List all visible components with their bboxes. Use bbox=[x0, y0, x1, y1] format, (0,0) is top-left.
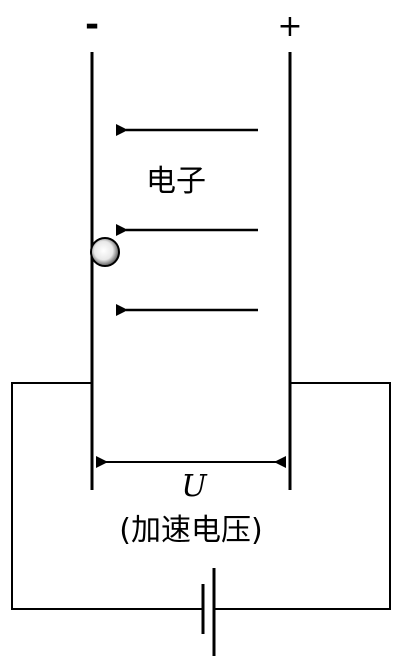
negative-terminal-label: - bbox=[85, 5, 99, 45]
electron-label: 电子 bbox=[146, 164, 206, 199]
circuit-wire-right bbox=[214, 382, 391, 610]
circuit-wire bbox=[11, 382, 203, 610]
electron-particle bbox=[90, 237, 120, 267]
voltage-description: (加速电压) bbox=[119, 513, 262, 548]
positive-terminal-label: + bbox=[277, 9, 302, 44]
voltage-symbol: U bbox=[181, 469, 208, 504]
